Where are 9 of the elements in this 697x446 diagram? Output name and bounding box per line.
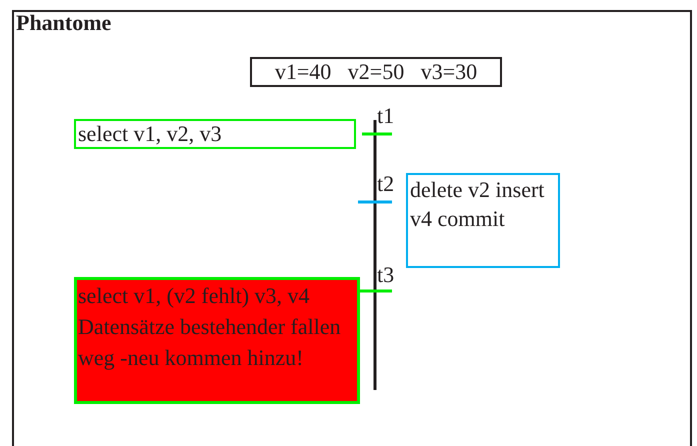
transaction-box: delete v2 insert v4 commit [406, 173, 560, 268]
time-label: t1 [377, 104, 394, 128]
frame [12, 10, 692, 446]
value-box: v1=40 v2=50 v3=30 [250, 57, 502, 87]
query-box: select v1, v2, v3 [74, 119, 356, 149]
time-label: t2 [377, 172, 394, 196]
result-box: select v1, (v2 fehlt) v3, v4 Datensätze bestehender fallen weg -neu kommen hinzu! [74, 277, 360, 404]
heading: Phantome [16, 10, 112, 36]
time-label: t3 [377, 263, 394, 287]
